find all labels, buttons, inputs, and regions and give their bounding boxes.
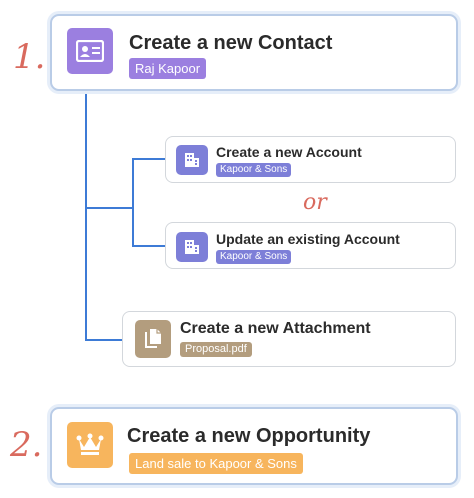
existing-account-title: Update an existing Account xyxy=(216,231,400,247)
contact-card[interactable]: Create a new Contact Raj Kapoor xyxy=(50,14,458,91)
connector-accounts-spine xyxy=(132,158,134,246)
building-icon xyxy=(176,145,208,175)
connector-existing-account xyxy=(132,245,166,247)
opportunity-card[interactable]: Create a new Opportunity Land sale to Ka… xyxy=(50,407,458,485)
step-number-2: 2. xyxy=(10,425,43,465)
contact-tag: Raj Kapoor xyxy=(129,58,207,79)
crown-icon xyxy=(67,422,113,468)
connector-accounts-branch xyxy=(85,207,134,209)
new-account-tag: Kapoor & Sons xyxy=(216,163,292,177)
new-account-card[interactable]: Create a new Account Kapoor & Sons xyxy=(165,136,456,183)
or-label: or xyxy=(303,190,327,215)
attachment-title: Create a new Attachment xyxy=(180,320,371,337)
connector-attachment xyxy=(85,339,123,341)
opportunity-title: Create a new Opportunity xyxy=(127,425,371,447)
building-icon xyxy=(176,232,208,262)
contact-card-icon xyxy=(67,28,113,74)
opportunity-tag: Land sale to Kapoor & Sons xyxy=(129,453,303,474)
attachment-card[interactable]: Create a new Attachment Proposal.pdf xyxy=(122,311,456,367)
existing-account-tag: Kapoor & Sons xyxy=(216,250,292,264)
connector-trunk xyxy=(85,90,87,340)
contact-title: Create a new Contact xyxy=(129,32,333,54)
connector-new-account xyxy=(132,158,166,160)
existing-account-card[interactable]: Update an existing Account Kapoor & Sons xyxy=(165,222,456,269)
step-number-1: 1. xyxy=(13,37,46,77)
documents-icon xyxy=(135,320,171,358)
attachment-tag: Proposal.pdf xyxy=(180,342,252,357)
new-account-title: Create a new Account xyxy=(216,144,362,160)
